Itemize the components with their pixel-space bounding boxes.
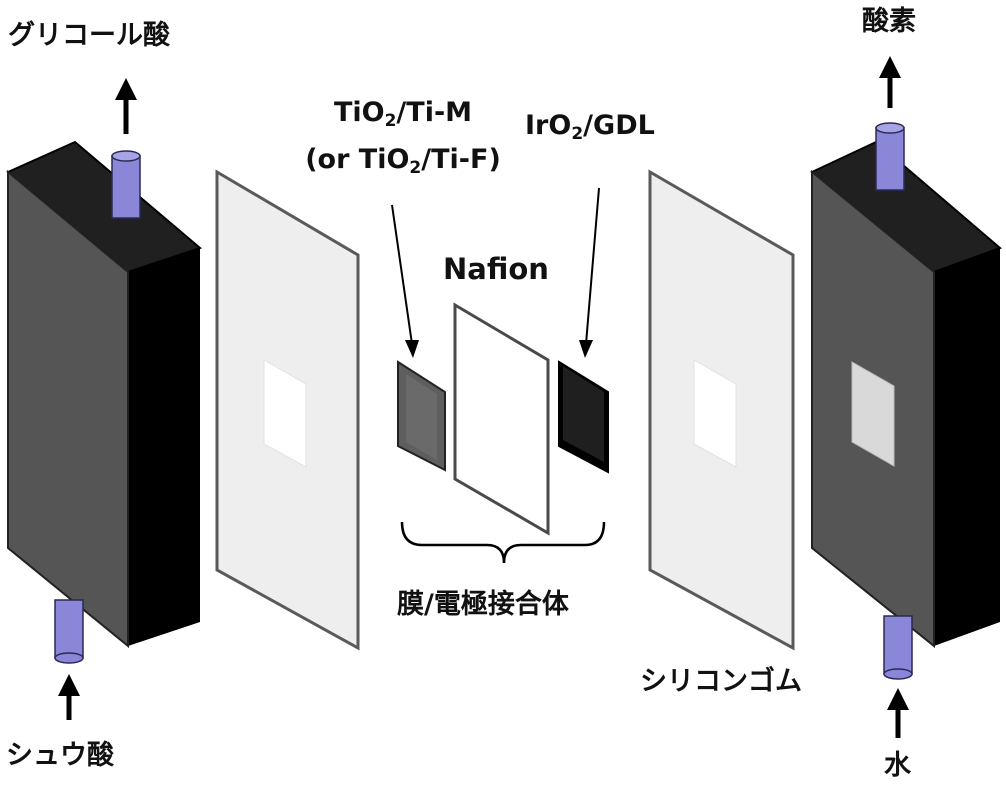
left-outlet-tube xyxy=(111,150,141,219)
alt-suffix: /Ti-F) xyxy=(421,144,501,175)
right-inlet-tube xyxy=(883,615,913,680)
mea-bracket xyxy=(400,521,606,564)
tio2-text: TiO xyxy=(333,97,385,128)
silicone-rubber-label: シリコンゴム xyxy=(640,666,802,697)
pointer-line-iro2 xyxy=(585,187,600,345)
tio2-alt-label: (or TiO2/Ti-F) xyxy=(270,144,536,177)
tio2-subscript: 2 xyxy=(384,111,397,131)
oxygen-label: 酸素 xyxy=(862,6,916,37)
iro2-electrode-label: IrO2/GDL xyxy=(525,110,655,143)
nafion-label: Nafion xyxy=(443,252,549,286)
up-arrow-water-icon xyxy=(887,688,909,738)
iro2-text: IrO xyxy=(525,110,572,141)
pointer-head-iro2 xyxy=(579,340,593,358)
alt-subscript: 2 xyxy=(409,158,422,178)
right-end-plate xyxy=(810,140,1002,649)
mea-label: 膜/電極接合体 xyxy=(397,589,569,620)
left-inlet-tube xyxy=(54,599,84,664)
pointer-head-tio2 xyxy=(405,340,419,358)
up-arrow-oxalic-icon xyxy=(58,674,80,720)
tio2-electrode xyxy=(397,360,446,472)
iro2-electrode xyxy=(558,360,609,474)
left-end-plate xyxy=(6,140,203,649)
right-outlet-tube xyxy=(875,122,905,191)
right-silicone-gasket xyxy=(648,169,795,651)
oxalic-acid-label: シュウ酸 xyxy=(6,740,114,771)
up-arrow-oxygen-icon xyxy=(879,56,901,108)
glycolic-acid-label: グリコール酸 xyxy=(8,20,170,51)
nafion-membrane xyxy=(453,302,550,536)
alt-text: (or TiO xyxy=(305,144,410,175)
tio2-electrode-label: TiO2/Ti-M xyxy=(288,97,518,130)
up-arrow-glycolic-icon xyxy=(115,78,137,134)
iro2-subscript: 2 xyxy=(571,124,584,144)
tio2-suffix: /Ti-M xyxy=(396,97,473,128)
left-silicone-gasket xyxy=(215,169,360,651)
iro2-suffix: /GDL xyxy=(583,110,655,141)
pointer-line-tio2 xyxy=(391,204,413,345)
water-label: 水 xyxy=(884,750,911,781)
